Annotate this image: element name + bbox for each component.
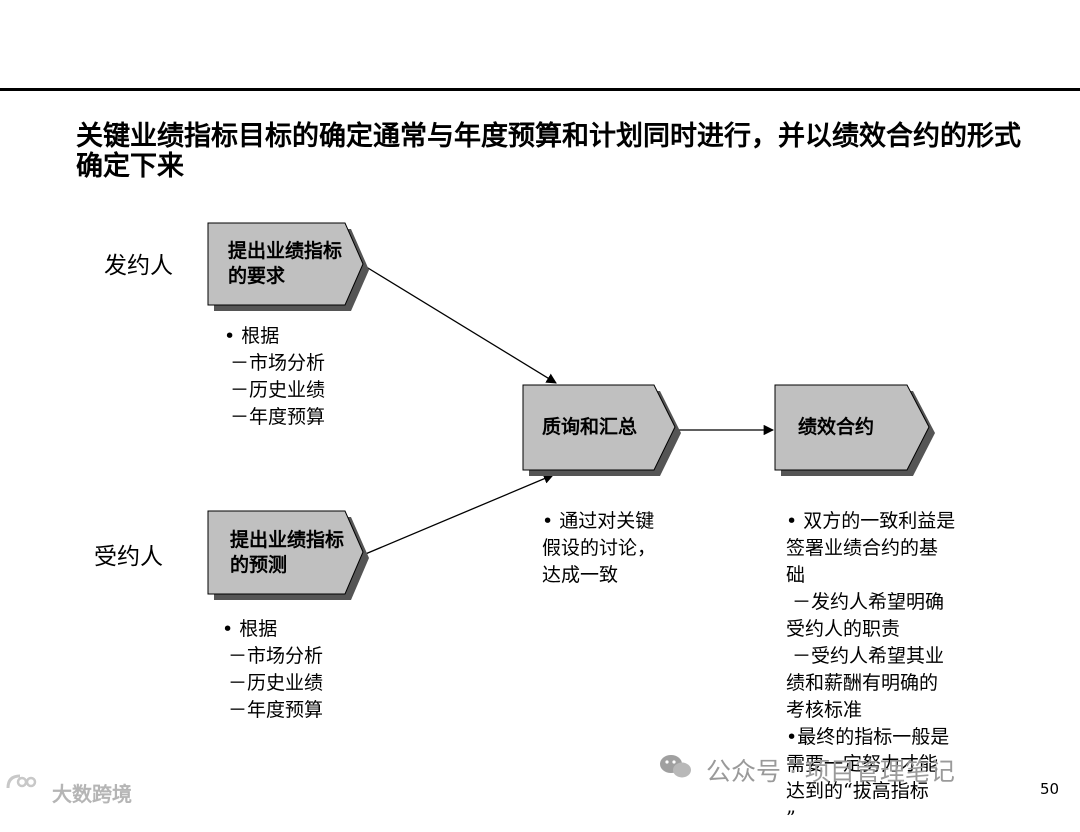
box-forecast-shape xyxy=(207,510,369,600)
role-receiver: 受约人 xyxy=(94,544,163,570)
receiver-basis-note: • 根据 －市场分析 －历史业绩 －年度预算 xyxy=(222,618,324,721)
summary-note: • 通过对关键 假设的讨论， 达成一致 xyxy=(542,510,657,586)
issuer-basis-note: • 根据 －市场分析 －历史业绩 －年度预算 xyxy=(224,325,326,428)
box-summary-label: 质询和汇总 xyxy=(542,416,638,438)
wechat-watermark: 公众号 · 项目管理笔记 xyxy=(706,757,955,786)
role-issuer: 发约人 xyxy=(104,253,173,279)
arrow-request-to-summary xyxy=(362,264,557,384)
brand-logo-icon xyxy=(6,774,37,789)
box-forecast-label: 提出业绩指标的预测 xyxy=(230,528,345,576)
header-rule xyxy=(0,88,1080,91)
arrow-forecast-to-summary xyxy=(362,473,554,556)
contract-note: • 双方的一致利益是 签署业绩合约的基 础 －发约人希望明确 受约人的职责 －受… xyxy=(786,510,956,829)
wechat-icon xyxy=(660,755,691,778)
box-contract-label: 绩效合约 xyxy=(798,416,875,438)
flow-diagram xyxy=(6,222,935,789)
page-number: 50 xyxy=(1040,780,1060,798)
page-title: 关键业绩指标目标的确定通常与年度预算和计划同时进行，并以绩效合约的形式确定下来 xyxy=(76,121,1021,182)
box-request-shape xyxy=(207,222,369,311)
box-contract-shape xyxy=(774,384,935,476)
box-summary-shape xyxy=(522,384,681,476)
box-request-label: 提出业绩指标的要求 xyxy=(228,240,343,287)
brand-watermark: 大数跨境 xyxy=(52,782,132,806)
